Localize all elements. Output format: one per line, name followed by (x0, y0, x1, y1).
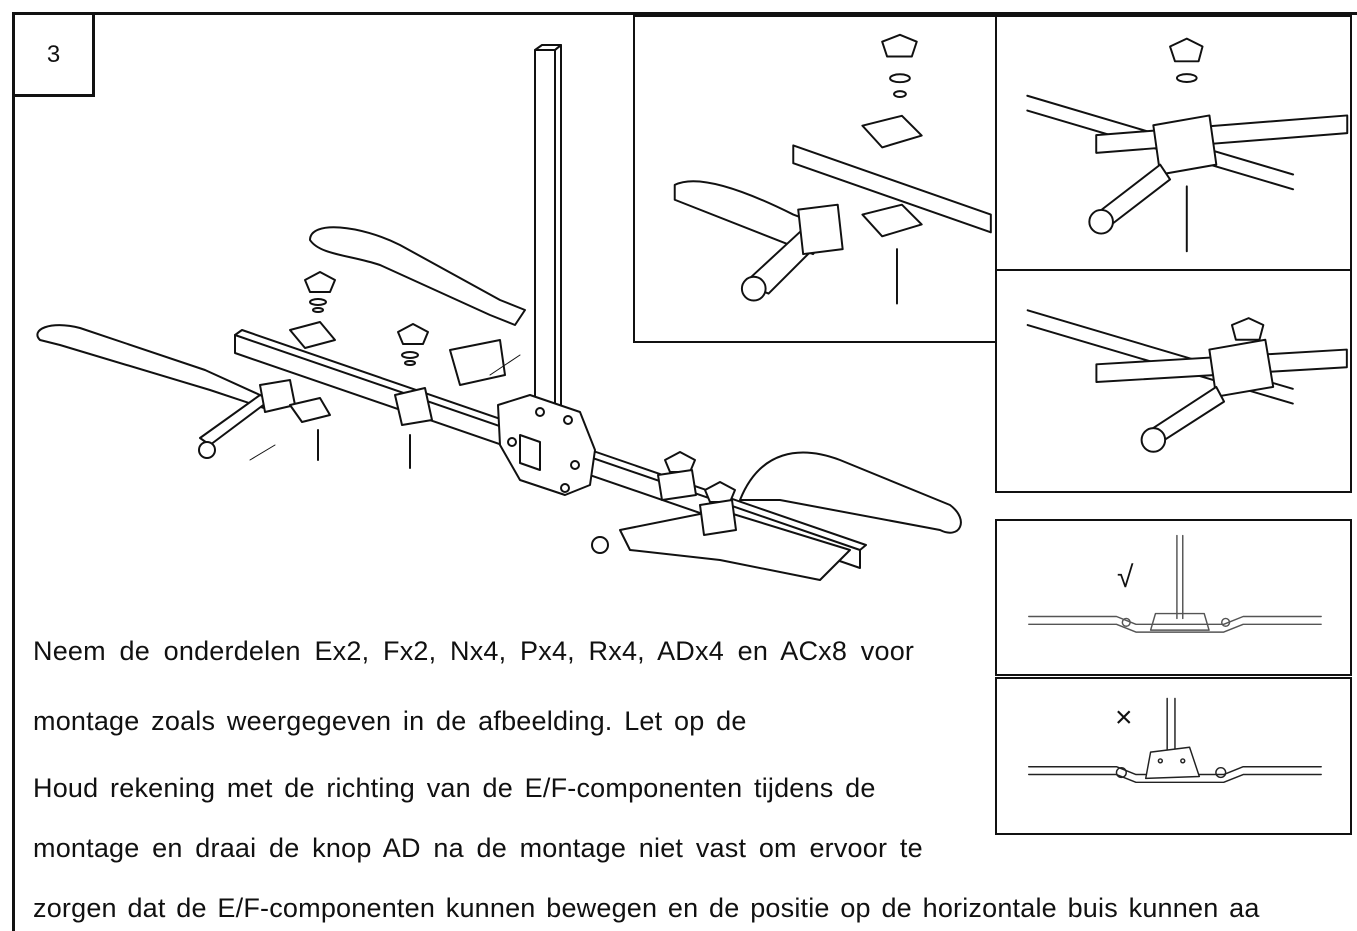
inset-correct-orientation: √ (995, 519, 1352, 676)
instruction-line-2: montage zoals weergegeven in de afbeeldi… (33, 706, 747, 736)
inset-clamp-tightened (995, 269, 1352, 493)
rear-wheel-tray (309, 226, 526, 386)
instruction-line-1: Neem de onderdelen Ex2, Fx2, Nx4, Px4, R… (33, 636, 915, 666)
incorrect-cross-icon: × (1115, 701, 1133, 734)
inset-assembled-clamp (995, 15, 1352, 271)
page-frame (12, 12, 1357, 931)
right-wheel-trays (591, 451, 962, 581)
hardware-knobs (289, 271, 737, 536)
step-number: 3 (46, 40, 61, 68)
instruction-line-5: zorgen dat de E/F-componenten kunnen bew… (33, 893, 1260, 923)
inset-exploded-clamp (633, 15, 997, 343)
left-wheel-tray (36, 324, 296, 461)
correct-check-icon: √ (1117, 561, 1134, 594)
knob-icon (881, 33, 918, 58)
instruction-line-3: Houd rekening met de richting van de E/F… (33, 773, 876, 803)
inset-incorrect-orientation: × (995, 677, 1352, 835)
step-number-box: 3 (12, 12, 95, 97)
center-bracket (497, 394, 596, 496)
instruction-line-4: montage en draai de knop AD na de montag… (33, 833, 923, 863)
vertical-mast (534, 44, 562, 426)
main-assembly-illustration (36, 44, 962, 581)
